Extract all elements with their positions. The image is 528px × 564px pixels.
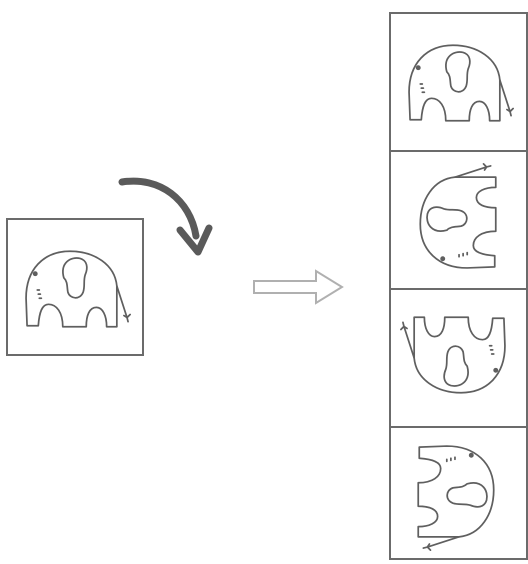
clockwise-rotate-arrow-icon [118,177,213,256]
option-divider-2 [391,288,526,290]
source-frame [6,218,144,356]
option-cell-2[interactable] [391,152,526,288]
option-cell-4[interactable] [391,428,526,564]
option-divider-1 [391,150,526,152]
option-elephant-rotated-270-icon [419,163,497,269]
option-cell-3[interactable] [391,290,526,426]
option-elephant-rotated-90-icon [417,445,495,551]
option-cell-1[interactable] [391,14,526,150]
option-elephant-upright-icon [408,44,514,122]
options-column [389,12,528,560]
option-divider-3 [391,426,526,428]
option-elephant-rotated-180-icon [400,316,506,394]
hollow-right-arrow-icon [253,269,344,305]
